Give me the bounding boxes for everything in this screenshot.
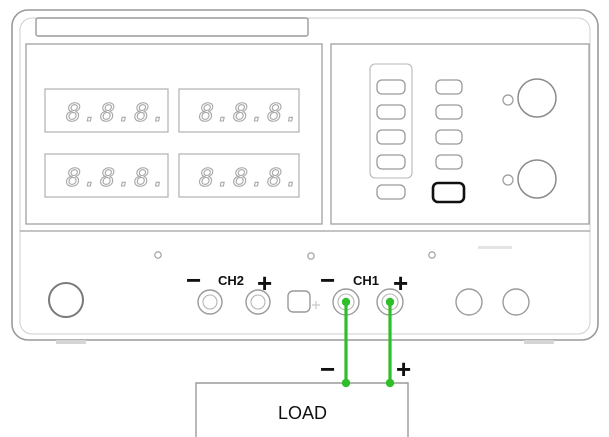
readout-ch1-voltage: 8.8.8. <box>66 98 168 127</box>
button-column-frame <box>369 63 413 179</box>
status-dot-middle <box>307 252 315 260</box>
wire-negative-terminal-dot <box>341 297 351 307</box>
panel-button-l3[interactable] <box>376 129 406 145</box>
foot-right <box>524 340 554 344</box>
panel-button-l2[interactable] <box>376 104 406 120</box>
voltage-knob[interactable] <box>517 78 557 118</box>
ch1-minus-label: − <box>320 265 335 295</box>
panel-button-r2[interactable] <box>435 104 463 120</box>
led-indicator-lower <box>502 174 514 186</box>
load-label: LOAD <box>278 403 327 423</box>
current-knob[interactable] <box>517 159 557 199</box>
wire-positive-terminal-dot <box>385 297 395 307</box>
aux-terminal-right[interactable] <box>502 288 530 316</box>
load-minus-label: − <box>320 354 335 384</box>
ch2-negative-terminal-inner <box>202 294 218 310</box>
panel-button-l4[interactable] <box>376 154 406 170</box>
ch2-minus-label: − <box>186 265 201 295</box>
gnd-terminal[interactable] <box>287 290 311 313</box>
wire-negative-load-dot <box>341 378 351 388</box>
aux-terminal-left[interactable] <box>455 288 483 316</box>
display-window-ch1-current <box>44 153 169 198</box>
panel-button-r1[interactable] <box>435 79 463 95</box>
panel-button-highlighted[interactable] <box>431 181 466 204</box>
gnd-link-icon <box>312 301 320 309</box>
power-switch[interactable] <box>48 282 84 318</box>
top-label-slot <box>35 17 309 37</box>
load-plus-label: + <box>396 354 411 384</box>
readout-ch2-voltage: 8.8.8. <box>199 98 301 127</box>
readout-ch1-current: 8.8.8. <box>66 163 168 192</box>
ch1-label: CH1 <box>353 273 379 288</box>
status-dot-right <box>428 251 436 259</box>
load-box <box>195 382 409 437</box>
readout-ch2-current: 8.8.8. <box>199 163 301 192</box>
ch2-positive-terminal-inner <box>250 294 266 310</box>
display-window-ch1-voltage <box>44 88 169 133</box>
display-window-ch2-voltage <box>178 88 300 133</box>
display-window-ch2-current <box>178 153 300 198</box>
led-indicator-upper <box>502 94 514 106</box>
panel-button-l5[interactable] <box>376 184 406 200</box>
faint-marking <box>478 246 512 249</box>
wire-positive-load-dot <box>385 378 395 388</box>
panel-button-r4[interactable] <box>435 154 463 170</box>
foot-left <box>56 340 86 344</box>
status-dot-left <box>154 251 162 259</box>
ch2-label: CH2 <box>218 273 244 288</box>
panel-button-l1[interactable] <box>376 79 406 95</box>
panel-button-r3[interactable] <box>435 129 463 145</box>
